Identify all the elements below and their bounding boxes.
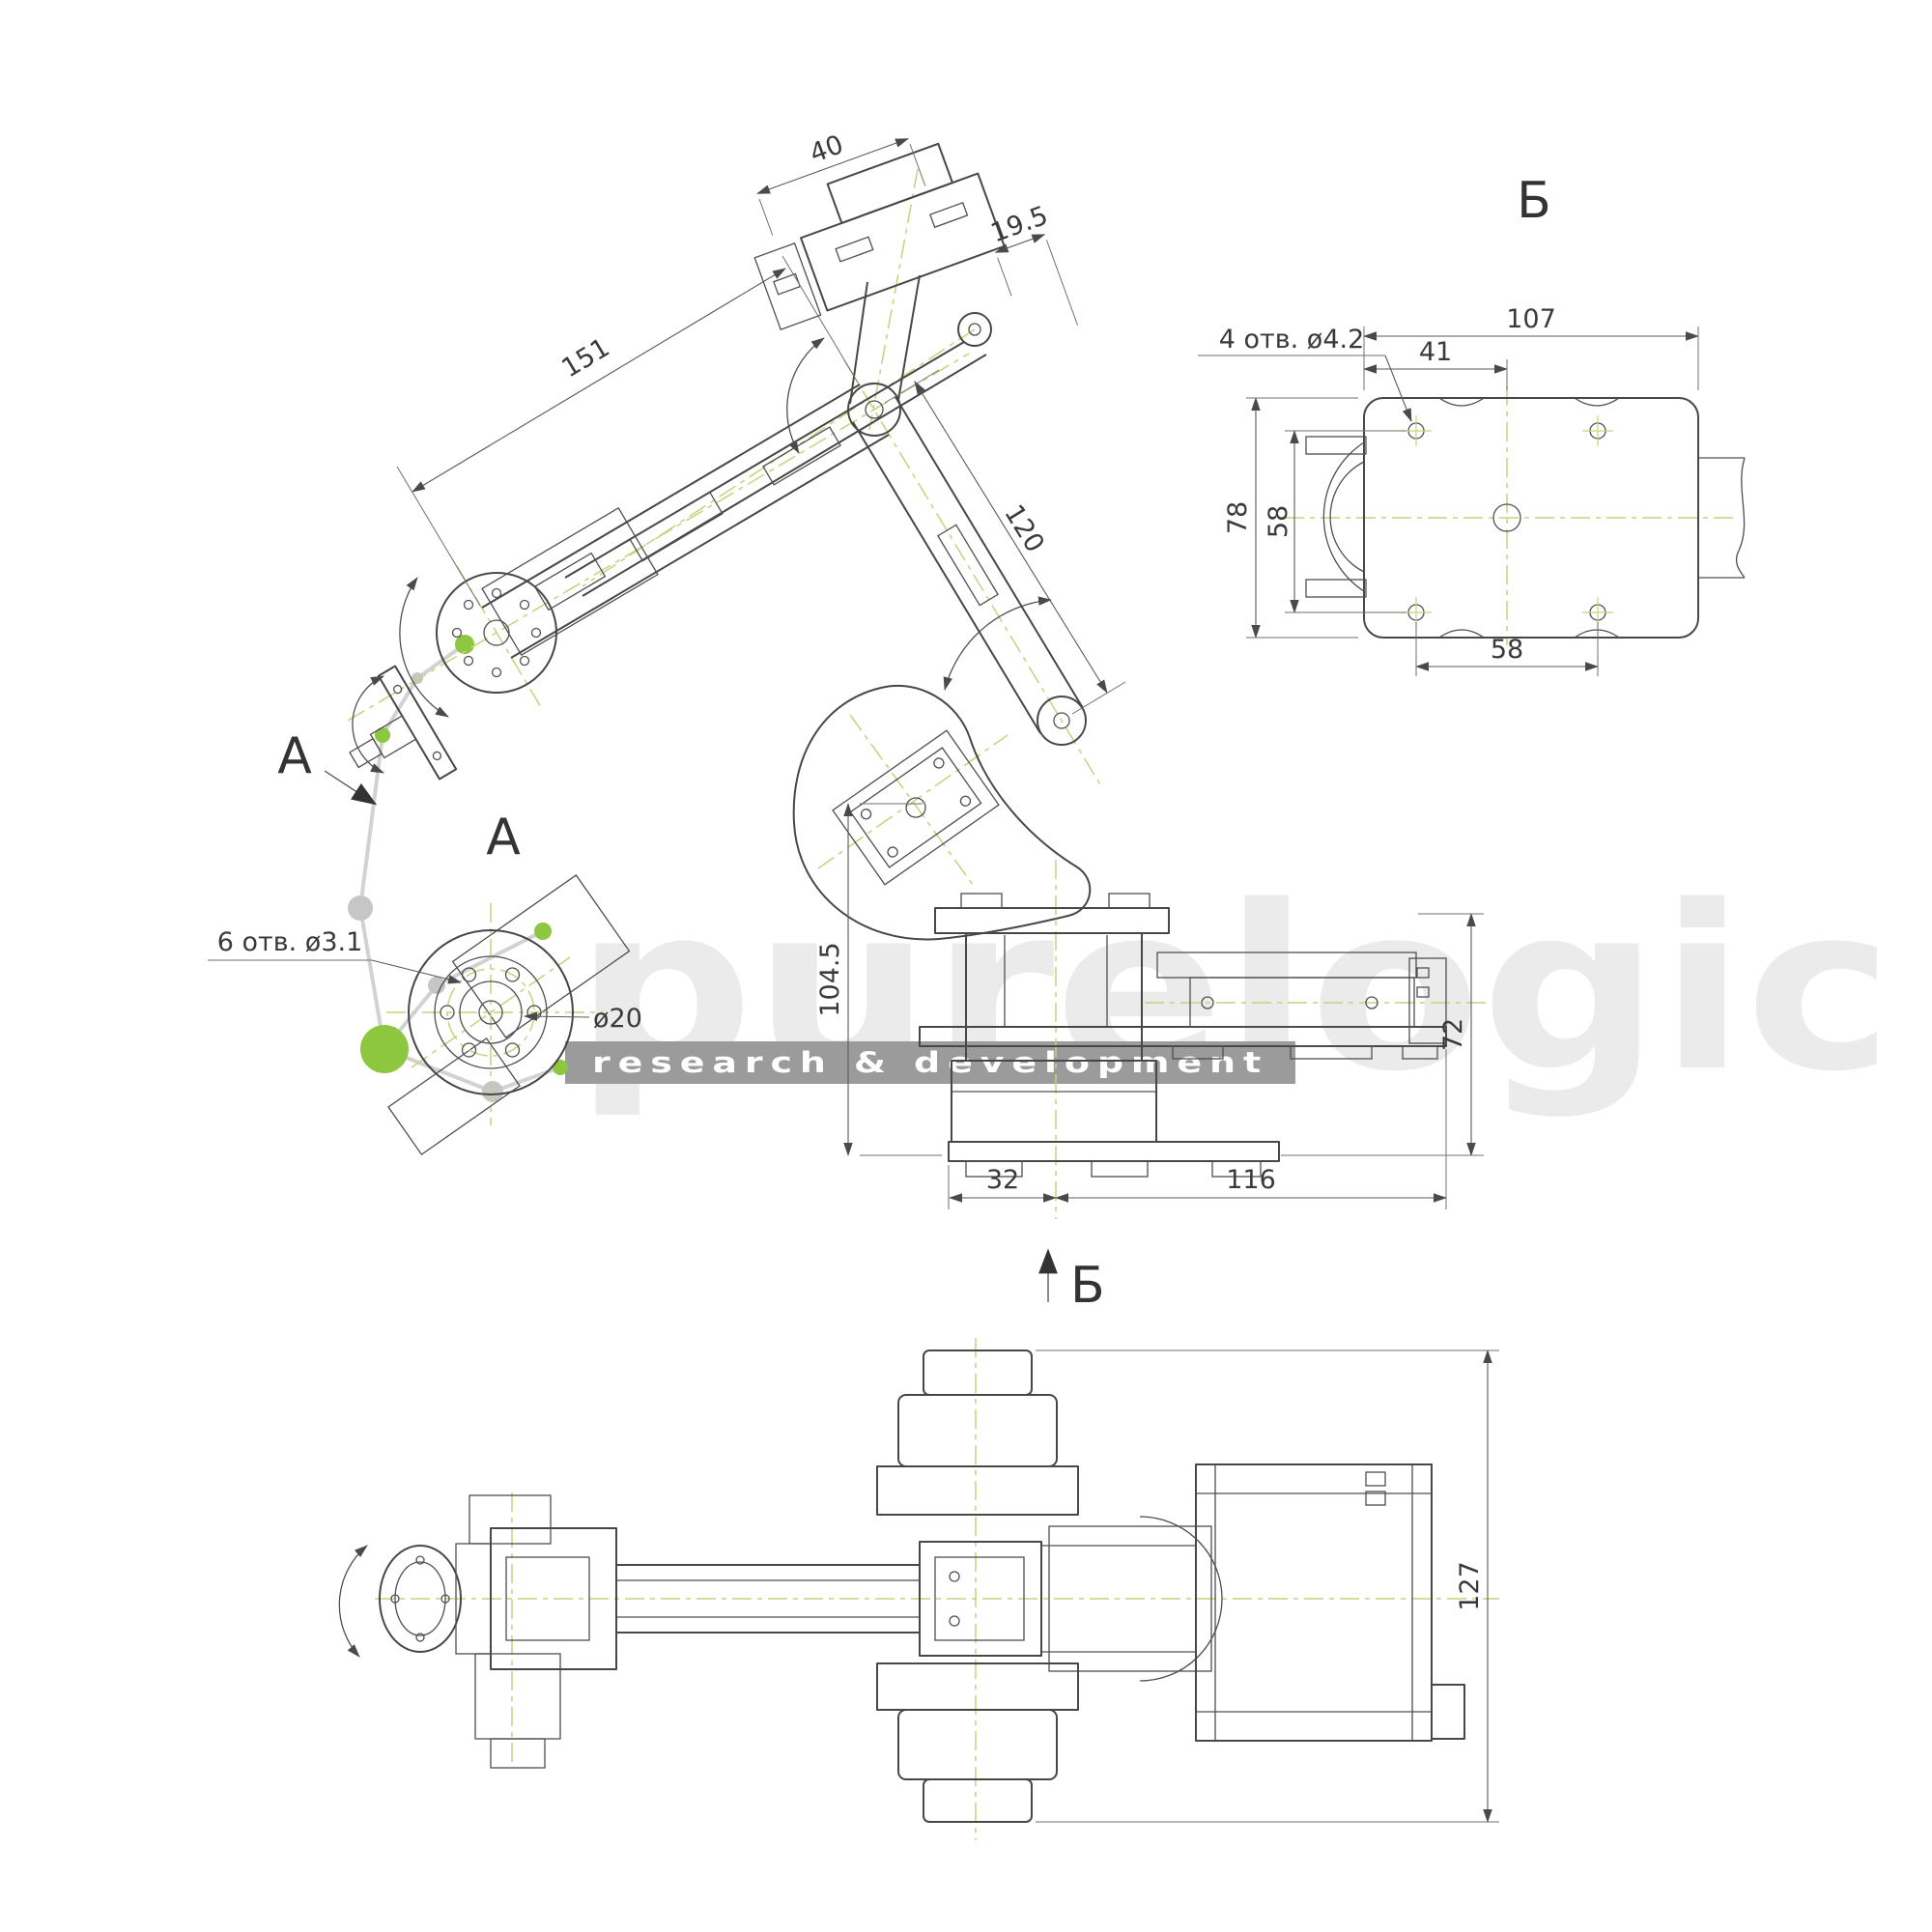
top-view: 127 [338, 1338, 1499, 1840]
view-b-title: Б [1517, 172, 1551, 230]
dim-19-5-text: 19.5 [987, 201, 1052, 249]
shoulder-joint-hole [1053, 712, 1070, 729]
dim-19-5: 19.5 [987, 201, 1079, 326]
elbow-joint-hole [865, 400, 884, 419]
dim-104-5-text: 104.5 [815, 942, 845, 1016]
dim-116: 116 [1055, 1049, 1447, 1209]
shoulder-joint [1037, 696, 1087, 746]
top-view-base-box [1195, 1463, 1465, 1742]
note-d20-text: ø20 [593, 1004, 642, 1034]
dim-116-text: 116 [1226, 1165, 1276, 1195]
dim-58-vert-text: 58 [1264, 505, 1293, 538]
note-6-holes-text: 6 отв. ø3.1 [217, 927, 363, 957]
shoulder-plate [792, 684, 1092, 941]
dim-127-text: 127 [1455, 1561, 1485, 1611]
detail-view-b: Б [1198, 172, 1746, 676]
dim-78: 78 [1223, 397, 1358, 639]
top-link-edge [897, 274, 921, 401]
watermark-tagline-bar [565, 1041, 1295, 1084]
note-d20: ø20 [524, 1004, 642, 1034]
dim-41-text: 41 [1419, 337, 1452, 367]
base-assembly [919, 893, 1447, 1178]
view-a-body [386, 874, 631, 1156]
dim-32-text: 32 [986, 1165, 1019, 1195]
view-a-title: А [486, 809, 521, 867]
view-arrow-a-icon [324, 770, 378, 806]
wrist-flange [436, 506, 659, 694]
dim-104-5: 104.5 [815, 803, 942, 1156]
dim-72: 72 [1281, 913, 1484, 1156]
watermark-logo-icon [348, 635, 568, 1102]
rotation-arcs [352, 337, 1052, 774]
view-arrow-b-label: Б [1070, 1257, 1105, 1315]
dim-58-vert: 58 [1264, 430, 1406, 613]
top-link-edge [849, 281, 868, 405]
watermark: purelogic research & development [348, 635, 1893, 1122]
top-view-wrist-bracket [455, 1494, 617, 1769]
top-bracket [753, 142, 1006, 330]
dim-40: 40 [756, 129, 926, 236]
watermark-tagline-text: research & development [592, 1046, 1268, 1079]
dim-58-horiz-text: 58 [1491, 635, 1523, 665]
dim-41: 41 [1363, 337, 1508, 390]
dim-107: 107 [1363, 304, 1699, 390]
top-view-end-effector [338, 1545, 462, 1658]
view-arrow-b: Б [1038, 1248, 1105, 1315]
top-view-centerlines [375, 1338, 1499, 1840]
dim-120: 120 [884, 369, 1126, 715]
note-4-holes-text: 4 отв. ø4.2 [1219, 325, 1365, 355]
dim-72-text: 72 [1438, 1018, 1468, 1051]
view-b-centerlines [1285, 386, 1739, 645]
dim-127: 127 [1036, 1350, 1499, 1823]
rod-pivot-joint [957, 312, 992, 347]
dim-32: 32 [948, 1165, 1057, 1209]
top-view-shoulder [876, 1350, 1223, 1823]
view-arrow-a-label: А [277, 727, 312, 785]
end-effector [349, 665, 458, 781]
note-4-holes: 4 отв. ø4.2 [1198, 325, 1412, 422]
detail-view-a: А 6 отв. ø3.1 ø20 [208, 809, 642, 1156]
rod-pivot-hole [968, 323, 981, 336]
dim-107-text: 107 [1506, 304, 1556, 334]
forearm-link [852, 396, 1084, 734]
side-view: 40 19.5 151 120 104.5 [277, 129, 1488, 1315]
note-6-holes: 6 отв. ø3.1 [208, 927, 462, 984]
top-view-mid-joint [919, 1541, 1042, 1657]
view-arrow-a: А [277, 727, 378, 806]
dim-78-text: 78 [1223, 501, 1253, 534]
dim-151: 151 [396, 255, 859, 607]
dim-58-horiz: 58 [1415, 622, 1599, 676]
upper-arm-link [481, 384, 890, 659]
